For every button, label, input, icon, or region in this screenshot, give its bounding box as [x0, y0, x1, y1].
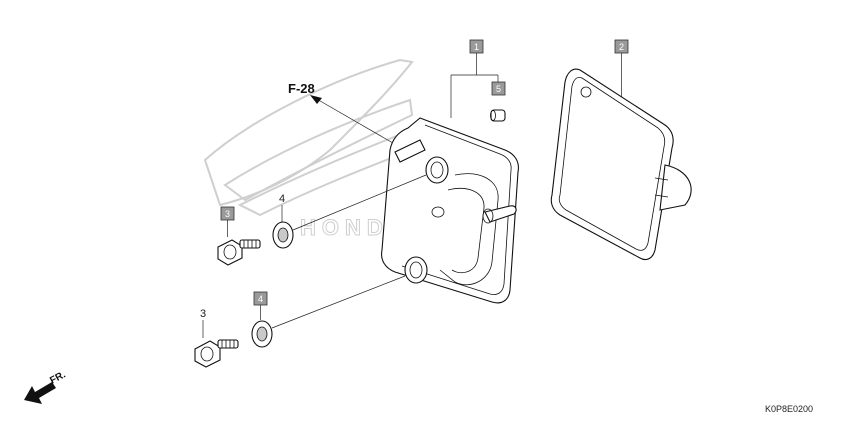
upper-leader-line [292, 174, 427, 231]
callout-5-label: 5 [496, 84, 501, 94]
plain-number-4-label: 4 [279, 193, 285, 205]
front-direction-label: FR. [48, 369, 68, 386]
lower-leader-line [271, 275, 406, 329]
callout-4-label: 4 [258, 294, 263, 304]
cylinder-head-cover [381, 117, 519, 304]
callout-2-label: 2 [619, 42, 624, 52]
reference-arrowhead [310, 95, 322, 104]
upper-washer [272, 221, 294, 249]
dowel-pin [490, 109, 506, 122]
plain-number-3: 3 [200, 308, 206, 338]
callout-4-boxed: 4 [253, 291, 268, 320]
plain-number-4: 4 [279, 193, 285, 222]
front-arrow-icon [24, 382, 56, 404]
callout-1: 1 [450, 39, 499, 118]
plain-number-3-label: 3 [200, 308, 206, 320]
reference-f28: F-28 [288, 81, 406, 151]
upper-bolt [217, 239, 261, 266]
drawing-code: K0P8E0200 [765, 404, 813, 414]
callout-1-label: 1 [474, 42, 479, 52]
callout-3-boxed: 3 [220, 206, 235, 237]
callout-5: 5 [491, 81, 506, 96]
callout-2: 2 [614, 39, 629, 100]
reference-label: F-28 [288, 81, 315, 96]
lower-bolt [194, 339, 239, 368]
callout-3-label: 3 [225, 209, 230, 219]
front-direction-indicator: FR. [24, 369, 68, 404]
cylinder-head-cover-gasket [550, 68, 692, 261]
lower-washer [251, 320, 273, 348]
